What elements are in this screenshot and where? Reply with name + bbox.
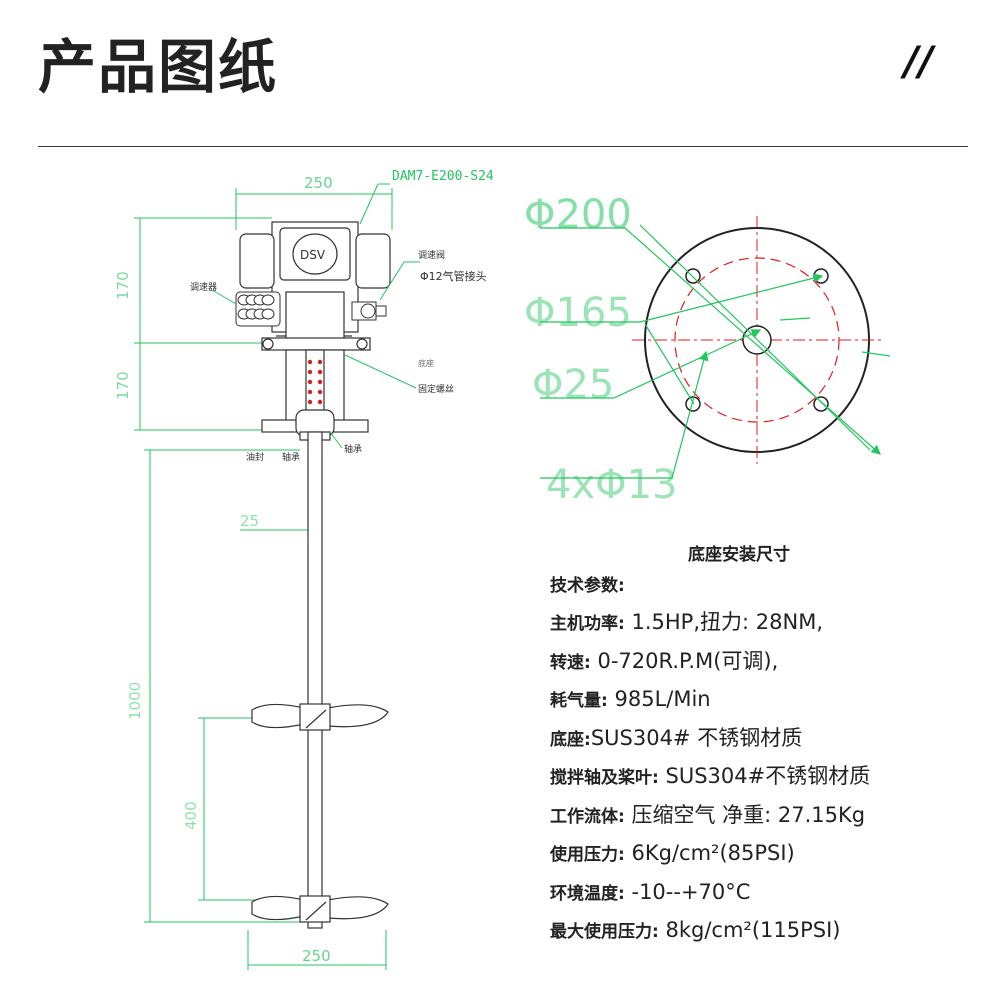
spec-row: 主机功率: 1.5HP,扭力: 28NM, — [550, 610, 823, 634]
title-decoration: // — [904, 39, 934, 85]
model-label: DAM7-E200-S24 — [392, 169, 494, 184]
spec-heading: 技术参数: — [550, 576, 625, 596]
dim-between-props-label: 400 — [182, 801, 200, 830]
spec-row: 耗气量: 985L/Min — [550, 687, 711, 711]
page-title: 产品图纸 — [38, 33, 279, 101]
base-d-center: Φ25 — [532, 362, 614, 408]
base-d-outer: Φ200 — [524, 192, 632, 238]
label-valve: 调速阀 — [418, 250, 445, 261]
spec-row: 搅拌轴及桨叶: SUS304#不锈钢材质 — [550, 764, 871, 788]
bearing-balls — [307, 359, 323, 405]
label-regulator: 调速器 — [190, 282, 217, 293]
spec-row: 工作流体: 压缩空气 净重: 27.15Kg — [550, 802, 866, 827]
model-leader — [359, 183, 390, 225]
spec-row: 环境温度: -10--+70°C — [550, 879, 751, 904]
brand-text: DSV — [300, 248, 326, 262]
base-d-bolt-circle: Φ165 — [524, 290, 632, 336]
label-bearing-seat: 轴承 — [282, 451, 300, 463]
base-dim-leaders — [540, 224, 891, 479]
spec-row: 使用压力: 6Kg/cm²(85PSI) — [550, 841, 795, 865]
dim-shaft-offset-label: 25 — [240, 512, 259, 530]
mount-hole-3 — [685, 396, 701, 412]
dim-left-upper-label: 170 — [114, 271, 132, 300]
air-fitting — [351, 301, 387, 321]
base-holes: 4xΦ13 — [546, 462, 678, 508]
label-air-inlet: Φ12气管接头 — [420, 269, 487, 283]
dim-long-shaft-label: 1000 — [126, 682, 144, 720]
top-flange — [261, 337, 371, 351]
propeller-upper — [251, 703, 389, 731]
stirring-shaft — [307, 431, 323, 929]
spec-panel: 底座安装尺寸 技术参数: 主机功率: 1.5HP,扭力: 28NM, 转速: 0… — [550, 540, 970, 951]
dim-left-middle-label: 170 — [114, 371, 132, 400]
propeller-lower — [251, 895, 389, 923]
motor-housing — [239, 221, 391, 341]
regulator-coil — [235, 291, 281, 327]
base-plate-top-view: Φ200 Φ165 Φ25 4xΦ13 — [524, 192, 891, 508]
dim-top-width-label: 250 — [304, 174, 333, 192]
spec-row: 转速: 0-720R.P.M(可调), — [550, 648, 779, 673]
mount-hole-4 — [813, 396, 829, 412]
base-caption: 底座安装尺寸 — [688, 545, 790, 565]
label-base-flange: 底座 — [418, 358, 434, 368]
header-divider — [38, 146, 968, 147]
label-fix-screw: 固定螺丝 — [418, 383, 454, 395]
mixer-side-view: 250 DAM7-E200-S24 170 170 1000 400 25 25 — [114, 169, 494, 970]
spec-row: 最大使用压力: 8kg/cm²(115PSI) — [550, 918, 841, 942]
label-oil-seal: 油封 — [246, 451, 264, 463]
dim-prop-width-label: 250 — [302, 947, 331, 965]
dim-top-width — [235, 188, 393, 230]
label-shaft-sleeve: 轴承 — [344, 443, 362, 455]
spec-row: 底座:SUS304# 不锈钢材质 — [550, 725, 803, 750]
